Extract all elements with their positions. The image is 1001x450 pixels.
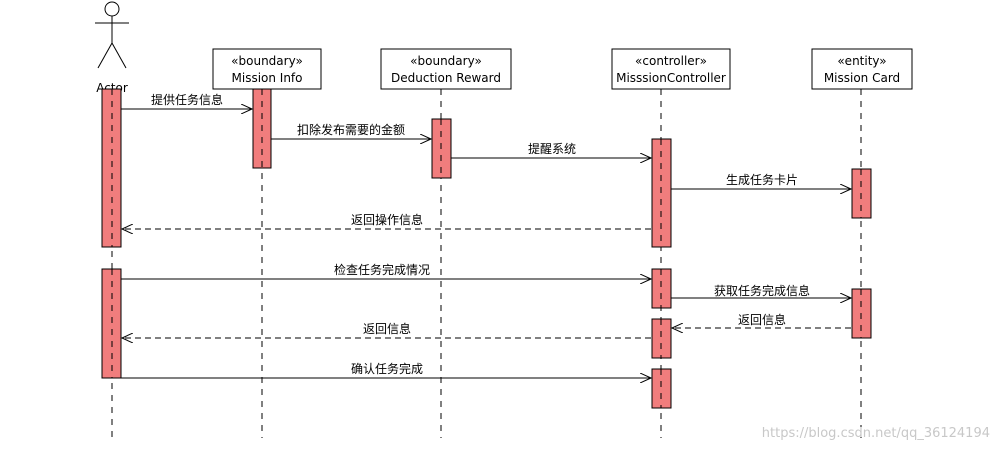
message-5: 返回操作信息 xyxy=(122,212,651,229)
message-label: 扣除发布需要的金额 xyxy=(297,122,405,137)
message-label: 获取任务完成信息 xyxy=(714,283,810,298)
message-3: 提醒系统 xyxy=(451,141,651,158)
activation-mission-card-2 xyxy=(851,288,872,339)
participant-box xyxy=(380,48,512,90)
message-label: 返回信息 xyxy=(363,321,411,336)
participant-name: MisssionController xyxy=(616,71,726,85)
participant-stereotype: «controller» xyxy=(635,54,707,68)
participant-mission-controller: «controller» MisssionController xyxy=(611,48,731,90)
message-4: 生成任务卡片 xyxy=(671,172,851,189)
participant-box xyxy=(811,48,913,90)
message-label: 检查任务完成情况 xyxy=(334,262,430,277)
message-label: 提供任务信息 xyxy=(151,92,223,107)
message-label: 提醒系统 xyxy=(528,141,576,156)
message-label: 生成任务卡片 xyxy=(726,172,798,187)
message-10: 确认任务完成 xyxy=(121,361,651,378)
activation-mission-controller-1 xyxy=(651,138,672,248)
message-2: 扣除发布需要的金额 xyxy=(271,122,431,139)
activation-mission-info xyxy=(252,88,272,169)
actor: Actor xyxy=(95,1,129,95)
message-label: 确认任务完成 xyxy=(351,361,423,376)
activation-actor-2 xyxy=(101,268,122,379)
activation-deduction-reward xyxy=(431,118,452,179)
message-8: 返回信息 xyxy=(672,312,851,328)
participant-name: Mission Info xyxy=(232,71,303,85)
message-label: 返回信息 xyxy=(738,312,786,327)
activation-mission-controller-2 xyxy=(651,268,672,309)
participant-name: Mission Card xyxy=(824,71,900,85)
participant-stereotype: «boundary» xyxy=(231,54,303,68)
message-1: 提供任务信息 xyxy=(121,92,252,109)
participant-mission-card: «entity» Mission Card xyxy=(811,48,913,90)
activation-mission-controller-4 xyxy=(651,368,672,409)
participant-box xyxy=(611,48,731,90)
participant-mission-info: «boundary» Mission Info xyxy=(212,48,322,90)
message-6: 检查任务完成情况 xyxy=(121,262,651,279)
actor-stick-figure-icon xyxy=(95,1,129,69)
participant-stereotype: «boundary» xyxy=(410,54,482,68)
activation-mission-controller-3 xyxy=(651,318,672,359)
message-9: 返回信息 xyxy=(122,321,651,338)
participant-deduction-reward: «boundary» Deduction Reward xyxy=(380,48,512,90)
participant-name: Deduction Reward xyxy=(391,71,501,85)
message-label: 返回操作信息 xyxy=(351,212,423,227)
participant-box xyxy=(212,48,322,90)
watermark: https://blog.csdn.net/qq_36124194 xyxy=(762,426,990,441)
activation-mission-card-1 xyxy=(851,168,872,219)
participant-stereotype: «entity» xyxy=(837,54,886,68)
activation-actor-1 xyxy=(101,88,122,248)
message-7: 获取任务完成信息 xyxy=(671,283,851,298)
